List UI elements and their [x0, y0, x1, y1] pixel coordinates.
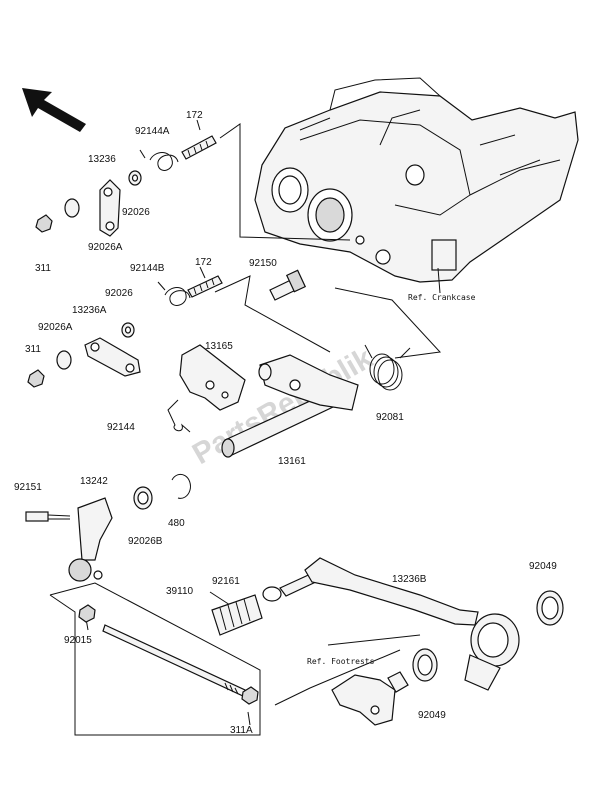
- label-13236A: 13236A: [72, 305, 107, 316]
- nut-92015: [78, 604, 96, 623]
- tie-rod-39110: [102, 624, 246, 697]
- bolt-172-top: [181, 135, 217, 160]
- leader-lines: [49, 119, 442, 736]
- label-311-top: 311: [35, 263, 51, 274]
- label-92144: 92144: [107, 422, 135, 433]
- label-92151: 92151: [14, 482, 42, 493]
- label-92026A-mid: 92026A: [38, 322, 73, 333]
- washer-92049-bottom-hole: [417, 654, 433, 676]
- washer-92026-top-hole: [131, 174, 139, 182]
- footrest-fork: [331, 671, 409, 726]
- label-311A: 311A: [230, 725, 253, 736]
- label-92144A: 92144A: [135, 126, 170, 137]
- label-13165: 13165: [205, 341, 233, 352]
- label-13161: 13161: [278, 456, 306, 467]
- label-92161: 92161: [212, 576, 240, 587]
- washer-92026-mid-hole: [124, 326, 132, 334]
- lever-13236A: [84, 337, 141, 377]
- label-92081: 92081: [376, 412, 404, 423]
- washer-92026A-top: [64, 198, 80, 218]
- bolt-172-mid: [187, 275, 223, 298]
- circlip-480: [171, 473, 191, 499]
- label-172-top: 172: [186, 110, 203, 121]
- spring-92144: [167, 399, 191, 433]
- lever-13242: [68, 497, 113, 582]
- washer-92049-top-hole: [541, 596, 559, 620]
- direction-arrow-icon: [22, 88, 86, 132]
- crankcase: [254, 77, 579, 283]
- spring-92081: [364, 344, 411, 391]
- nut-311-top: [35, 214, 53, 233]
- spring-92144A: [139, 149, 179, 171]
- label-92015: 92015: [64, 635, 92, 646]
- lever-13236: [99, 179, 121, 237]
- bolt-92150: [269, 269, 307, 301]
- shift-shaft-13161: [221, 354, 359, 458]
- label-39110: 39110: [166, 586, 194, 597]
- label-92049-top: 92049: [529, 561, 557, 572]
- nut-311A: [241, 686, 259, 705]
- label-92049-bottom: 92049: [418, 710, 446, 721]
- label-92026-mid: 92026: [105, 288, 133, 299]
- label-13236B: 13236B: [392, 574, 427, 585]
- washer-92026A-mid: [56, 350, 72, 370]
- label-92144B: 92144B: [130, 263, 165, 274]
- label-311-mid: 311: [25, 344, 41, 355]
- label-92026A-top: 92026A: [88, 242, 123, 253]
- ref-footrests: Ref. Footrests: [307, 657, 375, 666]
- nut-311-mid: [27, 369, 45, 388]
- label-480: 480: [168, 518, 185, 529]
- label-13242: 13242: [80, 476, 108, 487]
- label-92150: 92150: [249, 258, 277, 269]
- washer-92026B-hole: [137, 491, 149, 505]
- label-92026B: 92026B: [128, 536, 163, 547]
- bolt-92151: [25, 511, 71, 522]
- shift-pedal-13236B: [304, 557, 520, 691]
- ref-crankcase: Ref. Crankcase: [408, 293, 476, 302]
- label-172-mid: 172: [195, 257, 212, 268]
- plate-13165: [179, 344, 246, 411]
- label-13236: 13236: [88, 154, 116, 165]
- label-92026-top: 92026: [122, 207, 150, 218]
- spring-92144B: [157, 281, 191, 306]
